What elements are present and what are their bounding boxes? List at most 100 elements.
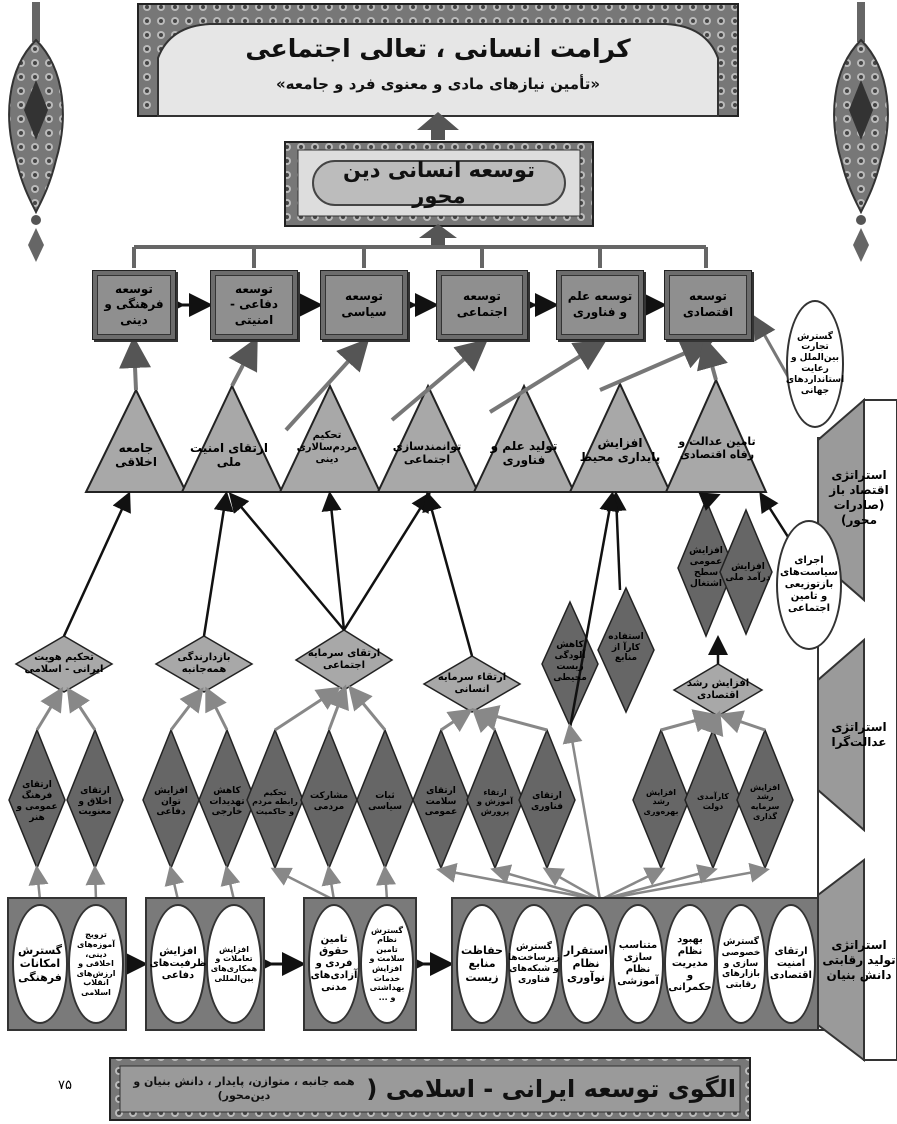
footer-title: الگوی توسعه ایرانی - اسلامی ( — [360, 1068, 736, 1110]
input-arrow — [275, 690, 336, 730]
dimension-label: توسعه دفاعی - امنیتی — [215, 275, 293, 335]
input-arrow — [661, 716, 712, 730]
base-arrow — [441, 870, 600, 900]
bottom-oval: متناسب سازی نظام آموزشی — [612, 904, 664, 1024]
dimension-social: توسعه اجتماعی — [436, 270, 528, 340]
triangle-goal — [378, 386, 478, 492]
base-arrow — [329, 870, 334, 900]
driver-arrow — [762, 496, 790, 540]
bottom-oval: گسترش خصوصی سازی و بازارهای رقابتی — [716, 904, 766, 1024]
footer-subtitle: همه جانبه ، متوازن، پایدار ، دانش بنیان … — [124, 1068, 364, 1110]
small-diamond — [67, 730, 123, 868]
bottom-oval: گسترش زیرساخت‌ها و شبکه‌های فناوری — [508, 904, 560, 1024]
small-diamond — [9, 730, 65, 868]
mid-diamond — [424, 656, 520, 712]
strategy-justice: استراتژی عدالت‌گرا — [822, 690, 896, 780]
bottom-oval: تامین حقوق فردی و آزادی‌های مدنی — [308, 904, 360, 1024]
ornament-right — [834, 2, 888, 262]
bottom-oval: افزایش تعاملات و همکاری‌های بین‌المللی — [206, 904, 262, 1024]
driver-arrow — [570, 496, 612, 728]
input-arrow — [37, 692, 60, 730]
small-diamond — [247, 730, 303, 868]
triangle-goal — [182, 386, 282, 492]
triangle-goal — [86, 390, 186, 492]
small-diamond — [633, 730, 689, 868]
dimension-science: توسعه علم و فناوری — [556, 270, 644, 340]
base-arrow — [227, 870, 234, 900]
base-arrow — [385, 870, 387, 900]
dimension-label: توسعه فرهنگی و دینی — [97, 275, 171, 335]
header-title: کرامت انسانی ، تعالی اجتماعی — [200, 30, 676, 68]
small-diamond — [467, 730, 523, 868]
triangle-goal — [570, 384, 670, 492]
dimension-label: توسعه علم و فناوری — [561, 275, 639, 335]
bottom-oval: گسترش امکانات فرهنگی — [12, 904, 68, 1024]
bottom-oval: استقرار نظام نوآوری — [560, 904, 612, 1024]
bottom-oval: بهبود نظام مدیریت و حکمرانی — [664, 904, 716, 1024]
header-subtitle: «تأمین نیازهای مادی و معنوی فرد و جامعه» — [200, 68, 676, 100]
driver-arrow — [706, 496, 716, 500]
driver-arrow — [330, 496, 344, 630]
triangle-goal — [474, 386, 574, 492]
dimension-label: توسعه اقتصادی — [669, 275, 747, 335]
input-arrow — [70, 692, 95, 730]
base-arrow — [495, 870, 600, 900]
mid-diamond — [156, 636, 252, 692]
driver-arrow — [344, 496, 428, 630]
arrow-up-axis — [419, 224, 457, 246]
mid-diamond — [674, 664, 762, 716]
goal-to-dimension-arrow — [600, 344, 706, 390]
mid-diamond — [16, 636, 112, 692]
driver-arrow — [428, 496, 472, 656]
axis-title: توسعه انسانی دین محور — [312, 160, 566, 206]
input-arrow — [352, 690, 385, 730]
input-arrow — [171, 692, 200, 730]
dimension-label: توسعه اجتماعی — [441, 275, 523, 335]
bottom-oval: حفاظت منابع زیست — [456, 904, 508, 1024]
bottom-oval: گسترش نظام تامین سلامت و افزایش خدمات به… — [360, 904, 414, 1024]
input-arrow — [329, 690, 344, 730]
small-diamond — [301, 730, 357, 868]
small-diamond — [685, 730, 741, 868]
input-arrow — [724, 716, 765, 730]
dimension-economic: توسعه اقتصادی — [664, 270, 752, 340]
base-arrow — [600, 870, 713, 900]
base-arrow — [95, 870, 96, 900]
mid-diamond — [296, 630, 392, 690]
small-diamond — [143, 730, 199, 868]
input-arrow — [441, 712, 468, 730]
small-diamond — [413, 730, 469, 868]
driver-arrow — [232, 496, 344, 630]
small-diamond — [357, 730, 413, 868]
strategy-competitive-production: استراتژی تولید رقابتی دانش بنیان — [822, 900, 896, 1020]
driver-arrow — [616, 496, 620, 590]
goal-to-dimension-arrow — [134, 344, 136, 390]
bottom-oval: ارتقای امنیت اقتصادی — [766, 904, 816, 1024]
triangle-goal — [666, 380, 766, 492]
goal-to-dimension-arrow — [490, 344, 600, 412]
small-diamond — [737, 730, 793, 868]
driver-arrow — [204, 496, 226, 636]
right-oval-trade: گسترش تجارت بین‌الملل و رعایت استاندارده… — [786, 300, 844, 428]
tall-diamond — [720, 510, 772, 634]
driver-arrow — [64, 496, 128, 636]
goal-to-dimension-arrow — [232, 344, 254, 386]
dimension-label: توسعه سیاسی — [325, 275, 403, 335]
small-diamond — [519, 730, 575, 868]
triangle-goal — [280, 386, 380, 492]
input-arrow — [208, 692, 227, 730]
dimension-political: توسعه سیاسی — [320, 270, 408, 340]
strategy-open-economy: استراتژی اقتصاد باز (صادرات محور) — [822, 440, 896, 556]
tall-diamond — [598, 588, 654, 712]
bottom-oval: افزایش ظرفیت‌های دفاعی — [150, 904, 206, 1024]
base-arrow — [37, 870, 40, 900]
input-arrow — [713, 716, 718, 730]
goal-to-dimension-arrow — [706, 344, 716, 380]
bottom-oval: ترویج آموزه‌های دینی، اخلاقی و ارزش‌های … — [68, 904, 124, 1024]
ornament-left — [9, 2, 63, 262]
dimension-cultural: توسعه فرهنگی و دینی — [92, 270, 176, 340]
base-arrow — [570, 728, 600, 900]
base-arrow — [275, 870, 334, 900]
base-arrow — [171, 870, 178, 900]
